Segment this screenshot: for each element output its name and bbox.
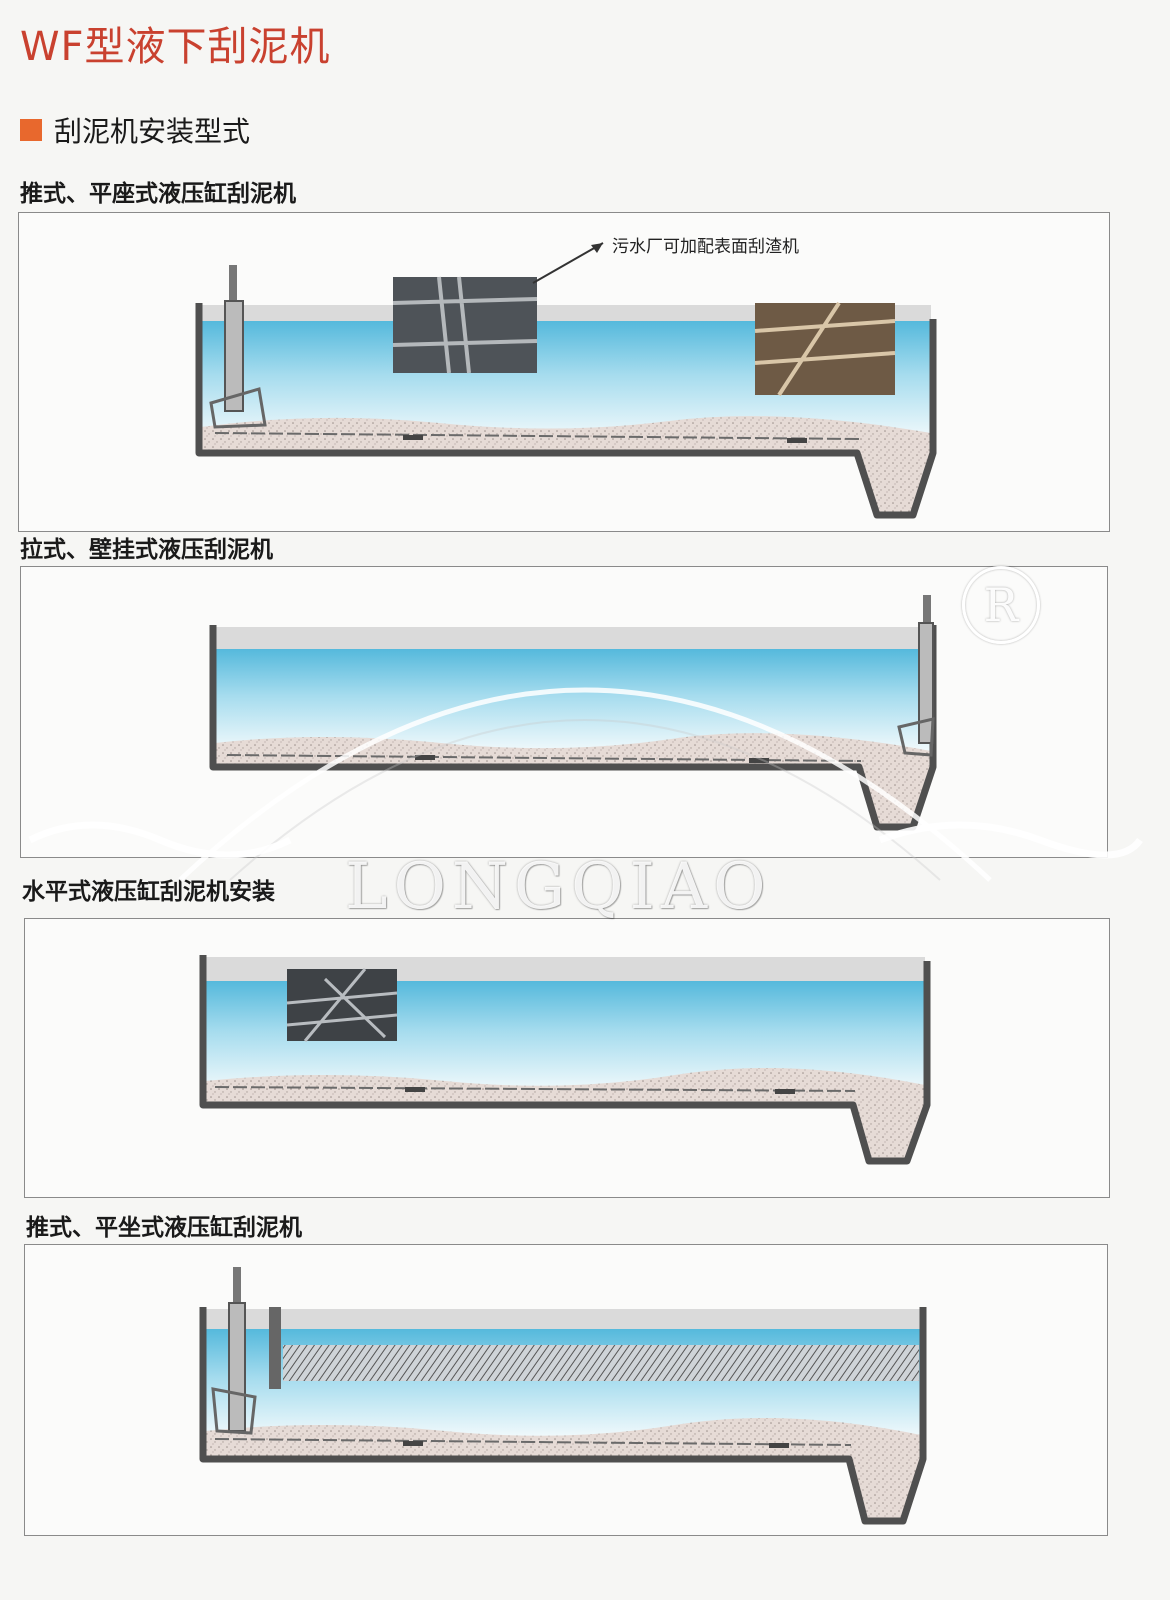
panel-4-caption: 推式、平坐式液压缸刮泥机 xyxy=(26,1215,302,1241)
section-title: 刮泥机安装型式 xyxy=(54,115,251,148)
panel-3-diagram xyxy=(24,918,1110,1198)
tank-diagram-1 xyxy=(195,242,937,519)
tank-diagram-4 xyxy=(199,1267,927,1525)
panel-2-diagram xyxy=(20,566,1108,858)
tank-diagram-2 xyxy=(209,595,937,831)
panel-2-caption: 拉式、壁挂式液压刮泥机 xyxy=(20,537,273,563)
panel-1-diagram xyxy=(18,212,1110,532)
panel-3-caption: 水平式液压缸刮泥机安装 xyxy=(22,879,275,905)
page-title: WF型液下刮泥机 xyxy=(20,24,331,70)
section-heading: 刮泥机安装型式 xyxy=(20,110,250,150)
panel-4-diagram xyxy=(24,1244,1108,1536)
callout-label: 污水厂可加配表面刮渣机 xyxy=(612,237,799,257)
watermark-text: LONGQIAO xyxy=(345,850,772,924)
tank-diagram-3 xyxy=(199,955,931,1165)
panel-1-caption: 推式、平座式液压缸刮泥机 xyxy=(20,181,296,207)
section-marker xyxy=(20,119,42,141)
